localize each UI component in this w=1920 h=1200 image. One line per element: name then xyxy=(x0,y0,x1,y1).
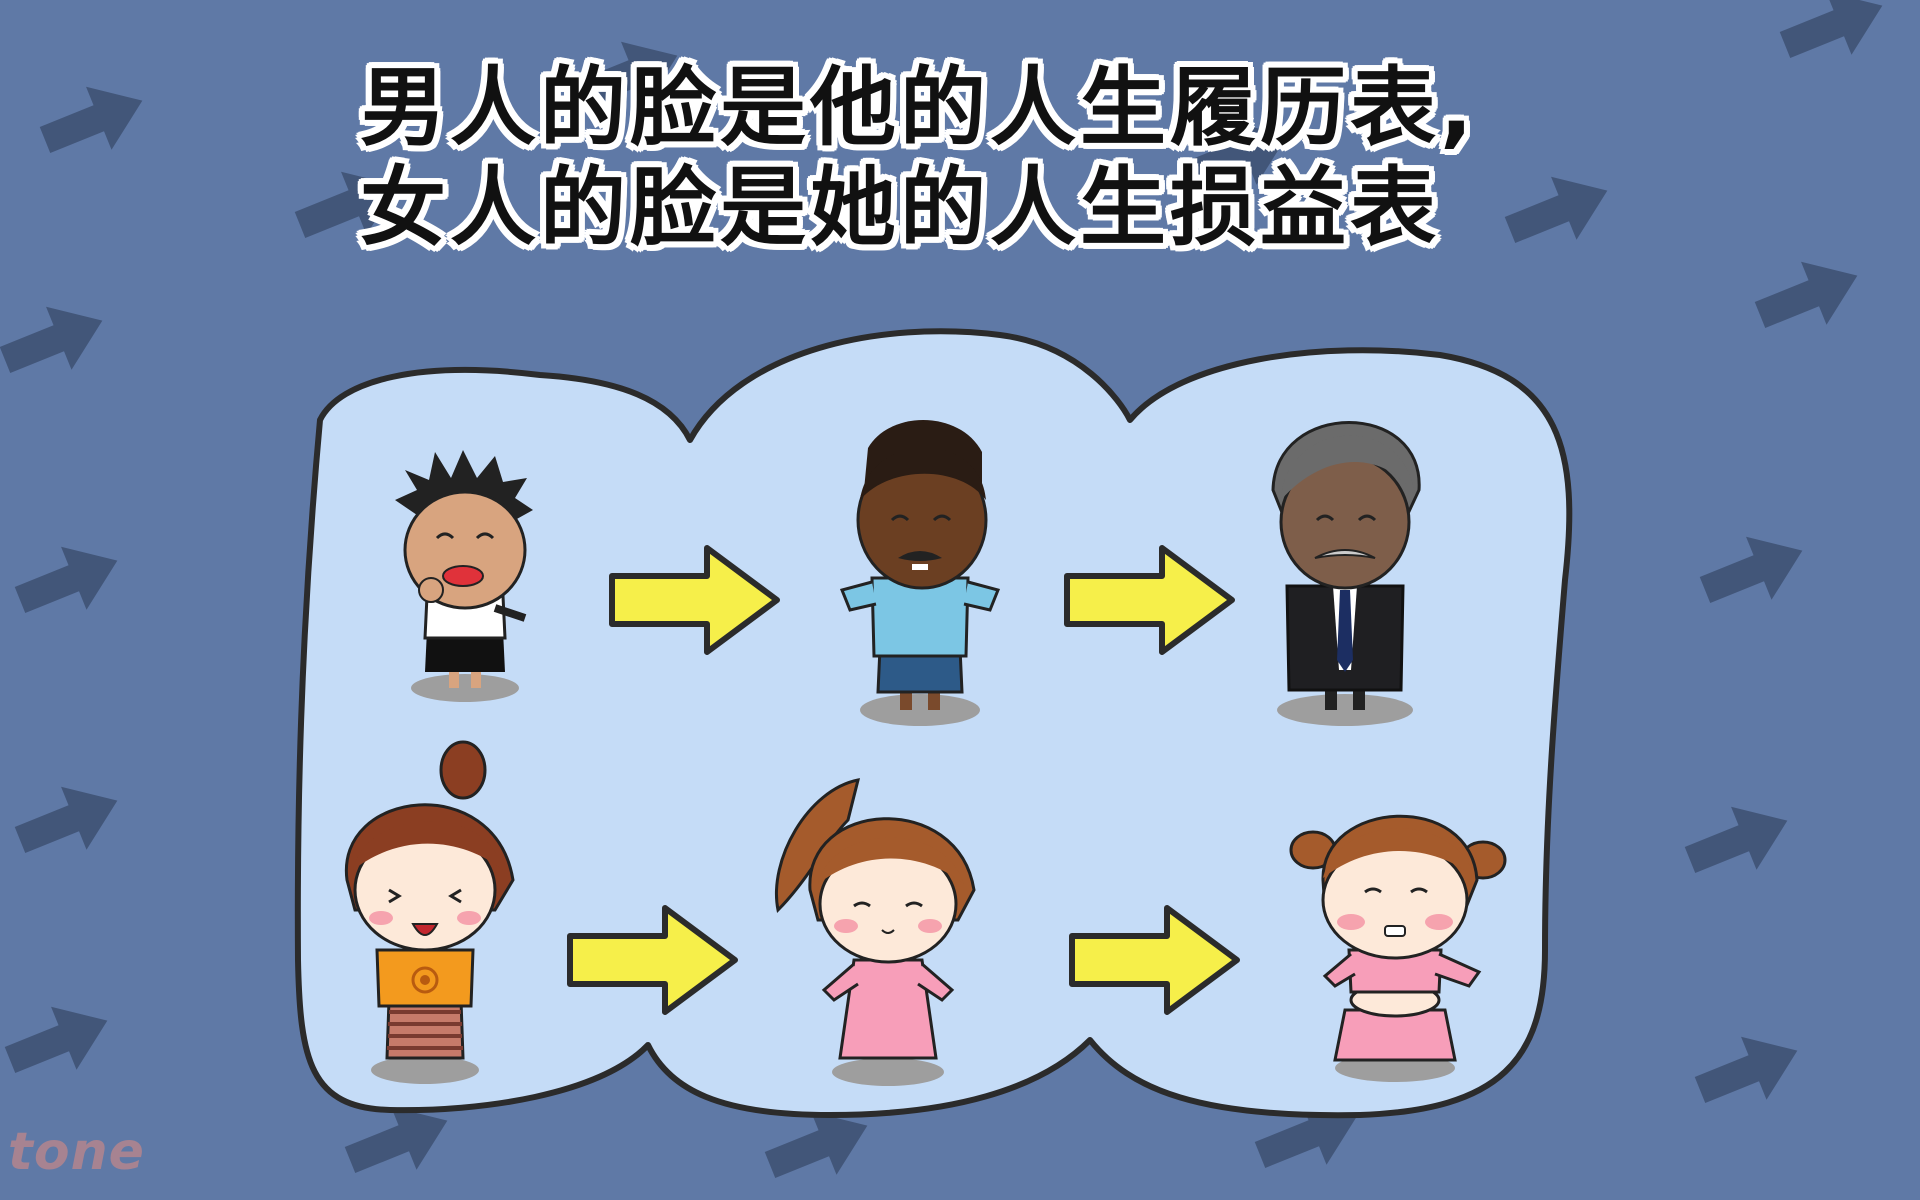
logo: tone xyxy=(8,1122,145,1182)
woman-pigtails-character-icon xyxy=(1289,814,1507,1082)
title-line-2: 女人的脸是她的人生损益表 xyxy=(360,158,1440,258)
title-line-1: 男人的脸是他的人生履历表, xyxy=(360,58,1477,158)
title: 男人的脸是他的人生履历表, 女人的脸是她的人生损益表 xyxy=(360,58,1560,258)
woman-ponytail-character-icon xyxy=(775,778,976,1086)
boy-character-icon xyxy=(395,450,533,702)
man-blue-polo-character-icon xyxy=(839,419,1001,726)
old-man-suit-character-icon xyxy=(1271,421,1421,726)
girl-bun-character-icon xyxy=(344,740,515,1084)
